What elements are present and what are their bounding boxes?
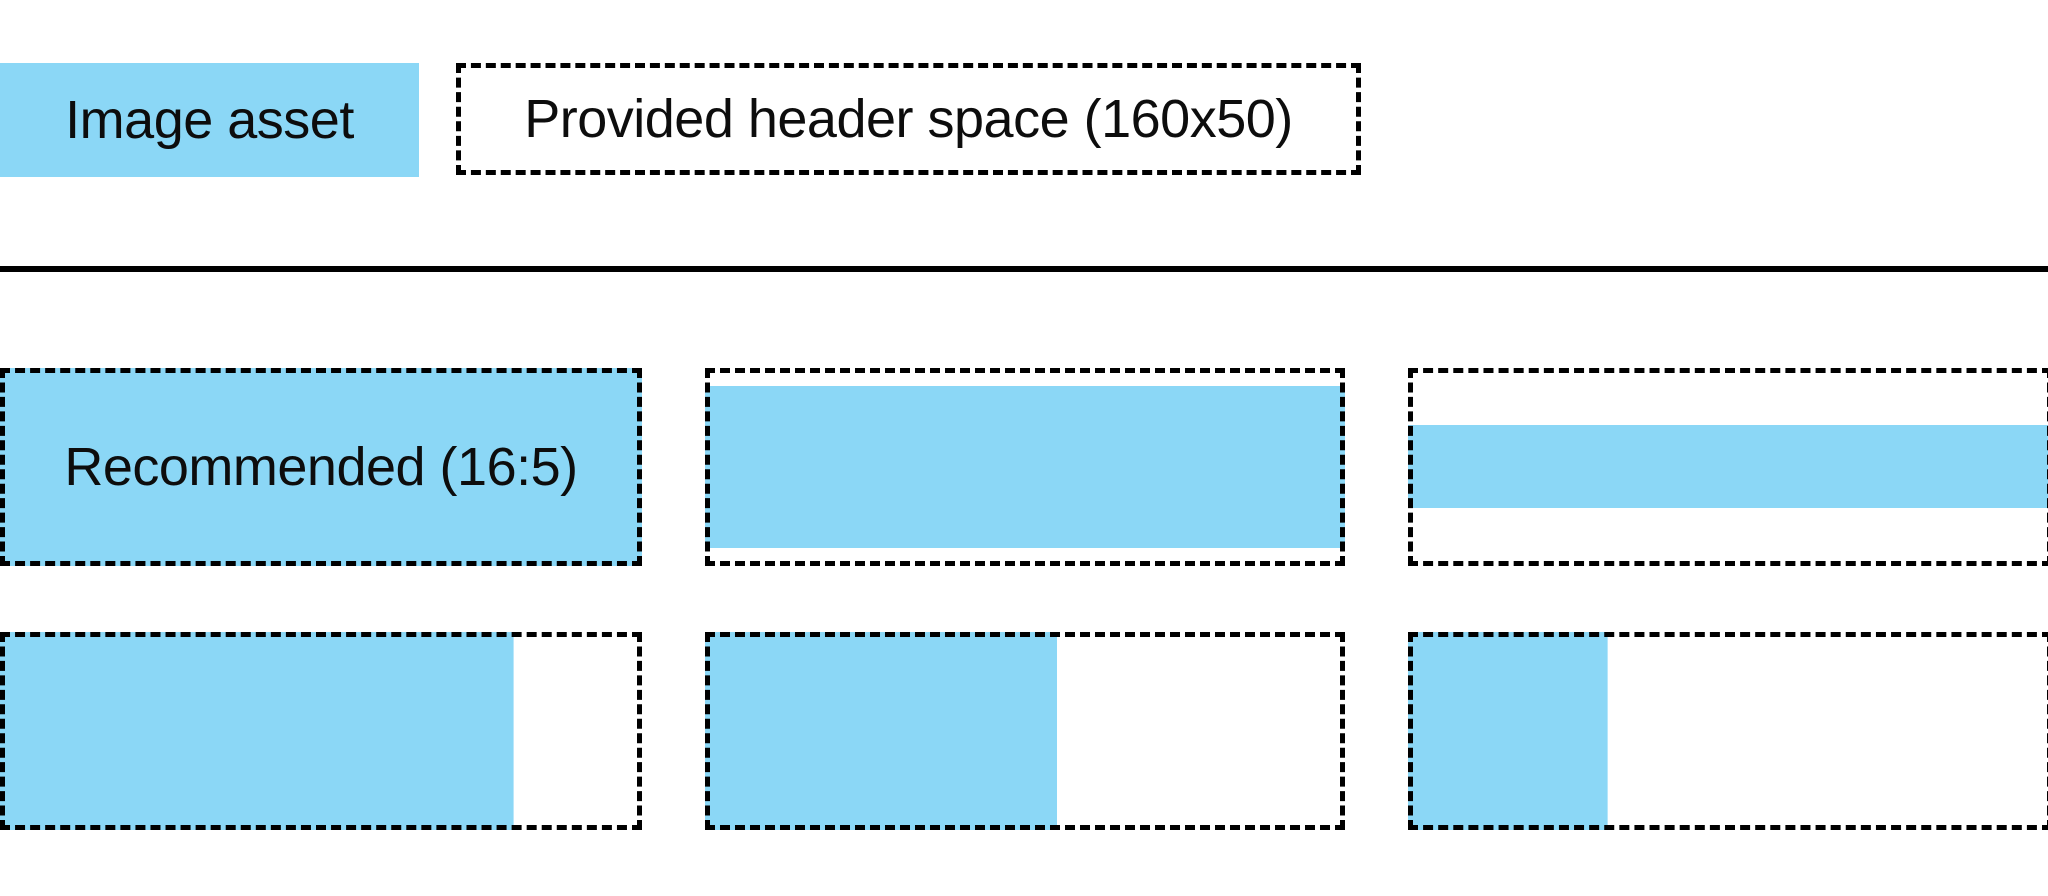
example-full-width-82pct-height — [705, 368, 1345, 566]
legend-asset-label: Image asset — [65, 90, 354, 150]
legend-asset-swatch: Image asset — [0, 63, 419, 177]
legend-header-space-box: Provided header space (160x50) — [456, 63, 1361, 175]
legend-header-space-label: Provided header space (160x50) — [524, 89, 1293, 149]
divider-line — [0, 266, 2048, 272]
example-31pct-width-full-height — [1408, 632, 2048, 830]
example-recommended: Recommended (16:5) — [0, 368, 642, 566]
example-55pct-width-full-height — [705, 632, 1345, 830]
example-recommended-label: Recommended (16:5) — [64, 437, 578, 497]
example-80pct-width-full-height — [0, 632, 642, 830]
example-full-width-42pct-height — [1408, 368, 2048, 566]
